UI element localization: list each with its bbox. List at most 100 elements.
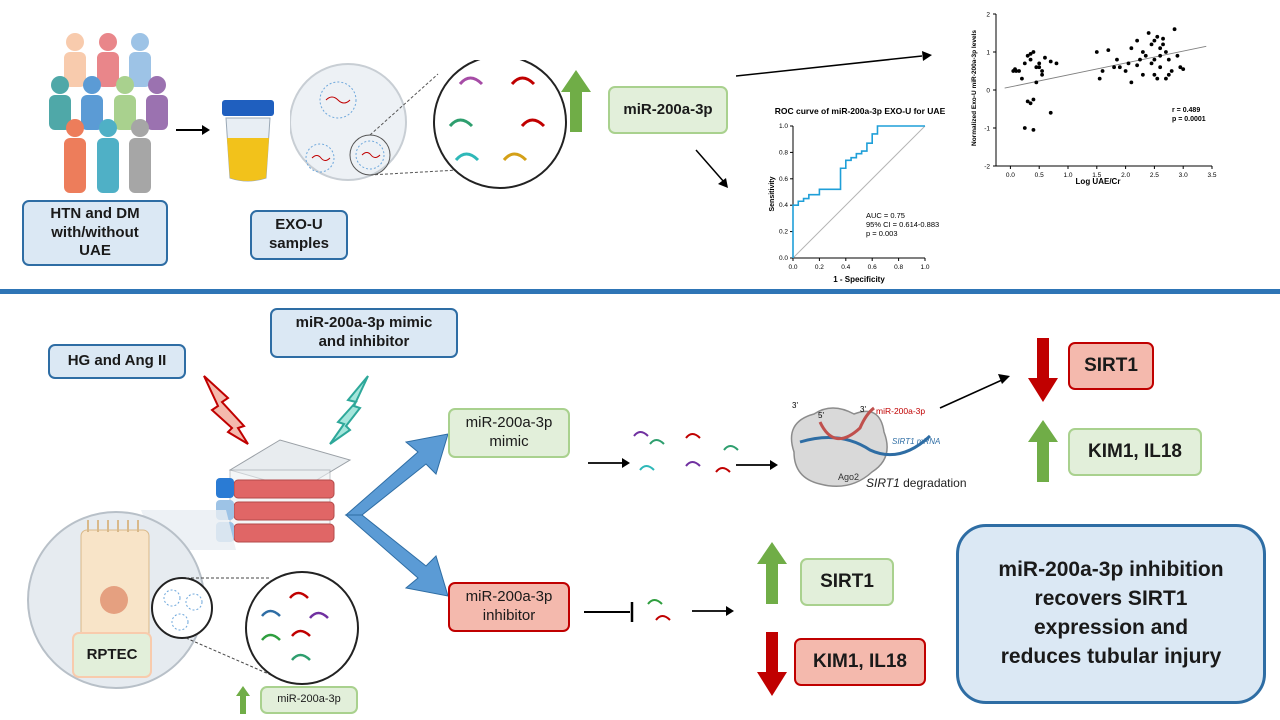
scatter-x-tick-label: 0.5	[1035, 172, 1044, 179]
scatter-xlabel: Log UAE/Cr	[1076, 177, 1121, 186]
scatter-point	[1146, 31, 1151, 35]
down-arrow-icon	[1028, 338, 1058, 402]
scatter-point	[1034, 65, 1039, 70]
up-arrow-icon	[1028, 420, 1058, 482]
urine-cup-icon	[222, 100, 274, 182]
scatter-point	[1158, 46, 1163, 51]
scatter-y-tick-label: -2	[984, 164, 990, 171]
roc-y-tick-label: 0.6	[779, 176, 788, 183]
scatter-x-tick-label: 2.0	[1121, 172, 1130, 179]
scatter-point	[1152, 38, 1157, 43]
cohort-label-box: HTN and DM with/without UAE	[22, 200, 168, 266]
scatter-point	[1152, 72, 1157, 77]
branch-arrow-icon	[344, 433, 449, 597]
down-arrow-icon	[757, 632, 787, 696]
scatter-point	[1028, 101, 1033, 106]
scatter-stat-r: r = 0.489	[1172, 107, 1200, 114]
kim-down-box: KIM1, IL18	[794, 638, 926, 686]
arrow-icon	[176, 125, 210, 135]
scatter-point	[1129, 46, 1134, 51]
scatter-y-tick-label: 0	[986, 88, 990, 95]
ago2-mrna-label: SIRT1 mRNA	[892, 437, 940, 446]
sirt1-degradation-text: SIRT1 degradation	[866, 476, 967, 490]
ago2-3prime-a: 3'	[792, 401, 798, 410]
cell-culture-flask-icon	[216, 439, 352, 543]
patient-group-icon	[49, 33, 168, 193]
rptec-label-box: RPTEC	[72, 632, 152, 678]
scatter-point	[1135, 63, 1140, 68]
scatter-y-tick-label: 1	[986, 50, 990, 57]
scatter-x-tick-label: 1.0	[1063, 172, 1072, 179]
scatter-point	[1175, 53, 1180, 58]
scatter-point	[1166, 57, 1171, 62]
scatter-point	[1112, 65, 1116, 70]
scatter-stat-p: p = 0.0001	[1172, 116, 1206, 123]
roc-reference-line	[792, 125, 926, 259]
scatter-point	[1031, 50, 1036, 54]
scatter-point	[1020, 76, 1024, 81]
roc-y-tick-label: 0.4	[779, 202, 788, 209]
roc-title: ROC curve of miR-200a-3p EXO-U for UAE	[775, 106, 946, 116]
scatter-point	[1028, 57, 1033, 62]
scatter-point	[1135, 38, 1140, 43]
scatter-point	[1155, 76, 1160, 81]
roc-y-tick-label: 0.0	[779, 255, 788, 262]
roc-x-tick-label: 0.8	[894, 264, 903, 271]
inhibition-arrow-icon	[584, 602, 634, 622]
scatter-point	[1140, 72, 1145, 77]
arrow-icon	[692, 606, 734, 616]
scatter-x-tick-label: 2.5	[1150, 172, 1159, 179]
scatter-point	[1014, 69, 1019, 73]
ago2-5prime: 5'	[818, 411, 824, 420]
scatter-point	[1161, 36, 1165, 41]
scatter-point	[1155, 34, 1160, 39]
scatter-point	[1022, 126, 1027, 130]
scatter-point	[1043, 55, 1047, 60]
roc-xlabel: 1 - Specificity	[833, 275, 885, 284]
ago2-label: Ago2	[838, 472, 859, 482]
scatter-point	[1054, 61, 1059, 66]
scatter-point	[1117, 65, 1122, 70]
scatter-point	[1017, 69, 1021, 73]
scatter-point	[1169, 69, 1174, 73]
mimic-label-box: miR-200a-3p mimic	[448, 408, 570, 458]
scatter-point	[1028, 52, 1033, 56]
roc-y-tick-label: 1.0	[779, 123, 788, 130]
scatter-point	[1143, 53, 1148, 58]
scatter-trend-line	[1004, 45, 1207, 89]
roc-x-tick-label: 0.2	[815, 264, 824, 271]
scatter-point	[1022, 61, 1027, 66]
scatter-point	[1040, 69, 1044, 73]
arrow-to-scatter-icon	[736, 51, 932, 77]
roc-x-tick-label: 0.6	[868, 264, 877, 271]
scatter-point	[1048, 110, 1053, 115]
roc-curve	[792, 125, 925, 258]
hg-ang-label-box: HG and Ang II	[48, 344, 186, 379]
samples-label-box: EXO-U samples	[250, 210, 348, 260]
scatter-point	[1037, 61, 1042, 66]
section-divider	[0, 289, 1280, 294]
mirna-label-box: miR-200a-3p	[608, 86, 728, 134]
scatter-ylabel: Normalized Exo-U miR-200a-3p levels	[971, 30, 978, 146]
up-arrow-icon	[757, 542, 787, 604]
scatter-point	[1097, 76, 1102, 81]
inhibitor-label-box: miR-200a-3p inhibitor	[448, 582, 570, 632]
scatter-point	[1031, 128, 1036, 132]
scatter-point	[1181, 67, 1186, 71]
ago2-complex-icon: Ago2 miR-200a-3p SIRT1 mRNA 3' 5' 3'	[790, 401, 940, 487]
mimic-inhibitor-label-box: miR-200a-3p mimic and inhibitor	[270, 308, 458, 358]
scatter-x-tick-label: 0.0	[1006, 172, 1015, 179]
scatter-point	[1115, 57, 1119, 62]
scatter-point	[1178, 65, 1183, 70]
teal-lightning-icon	[329, 375, 369, 445]
ago2-3prime-b: 3'	[860, 405, 866, 414]
scatter-point	[1149, 42, 1154, 47]
scatter-point	[1149, 61, 1154, 66]
roc-y-tick-label: 0.8	[779, 149, 788, 156]
scatter-point	[1152, 57, 1157, 62]
scatter-point	[1123, 69, 1128, 73]
scatter-point	[1025, 99, 1030, 104]
scatter-point	[1037, 65, 1042, 70]
roc-stat-p: p = 0.003	[866, 229, 898, 238]
